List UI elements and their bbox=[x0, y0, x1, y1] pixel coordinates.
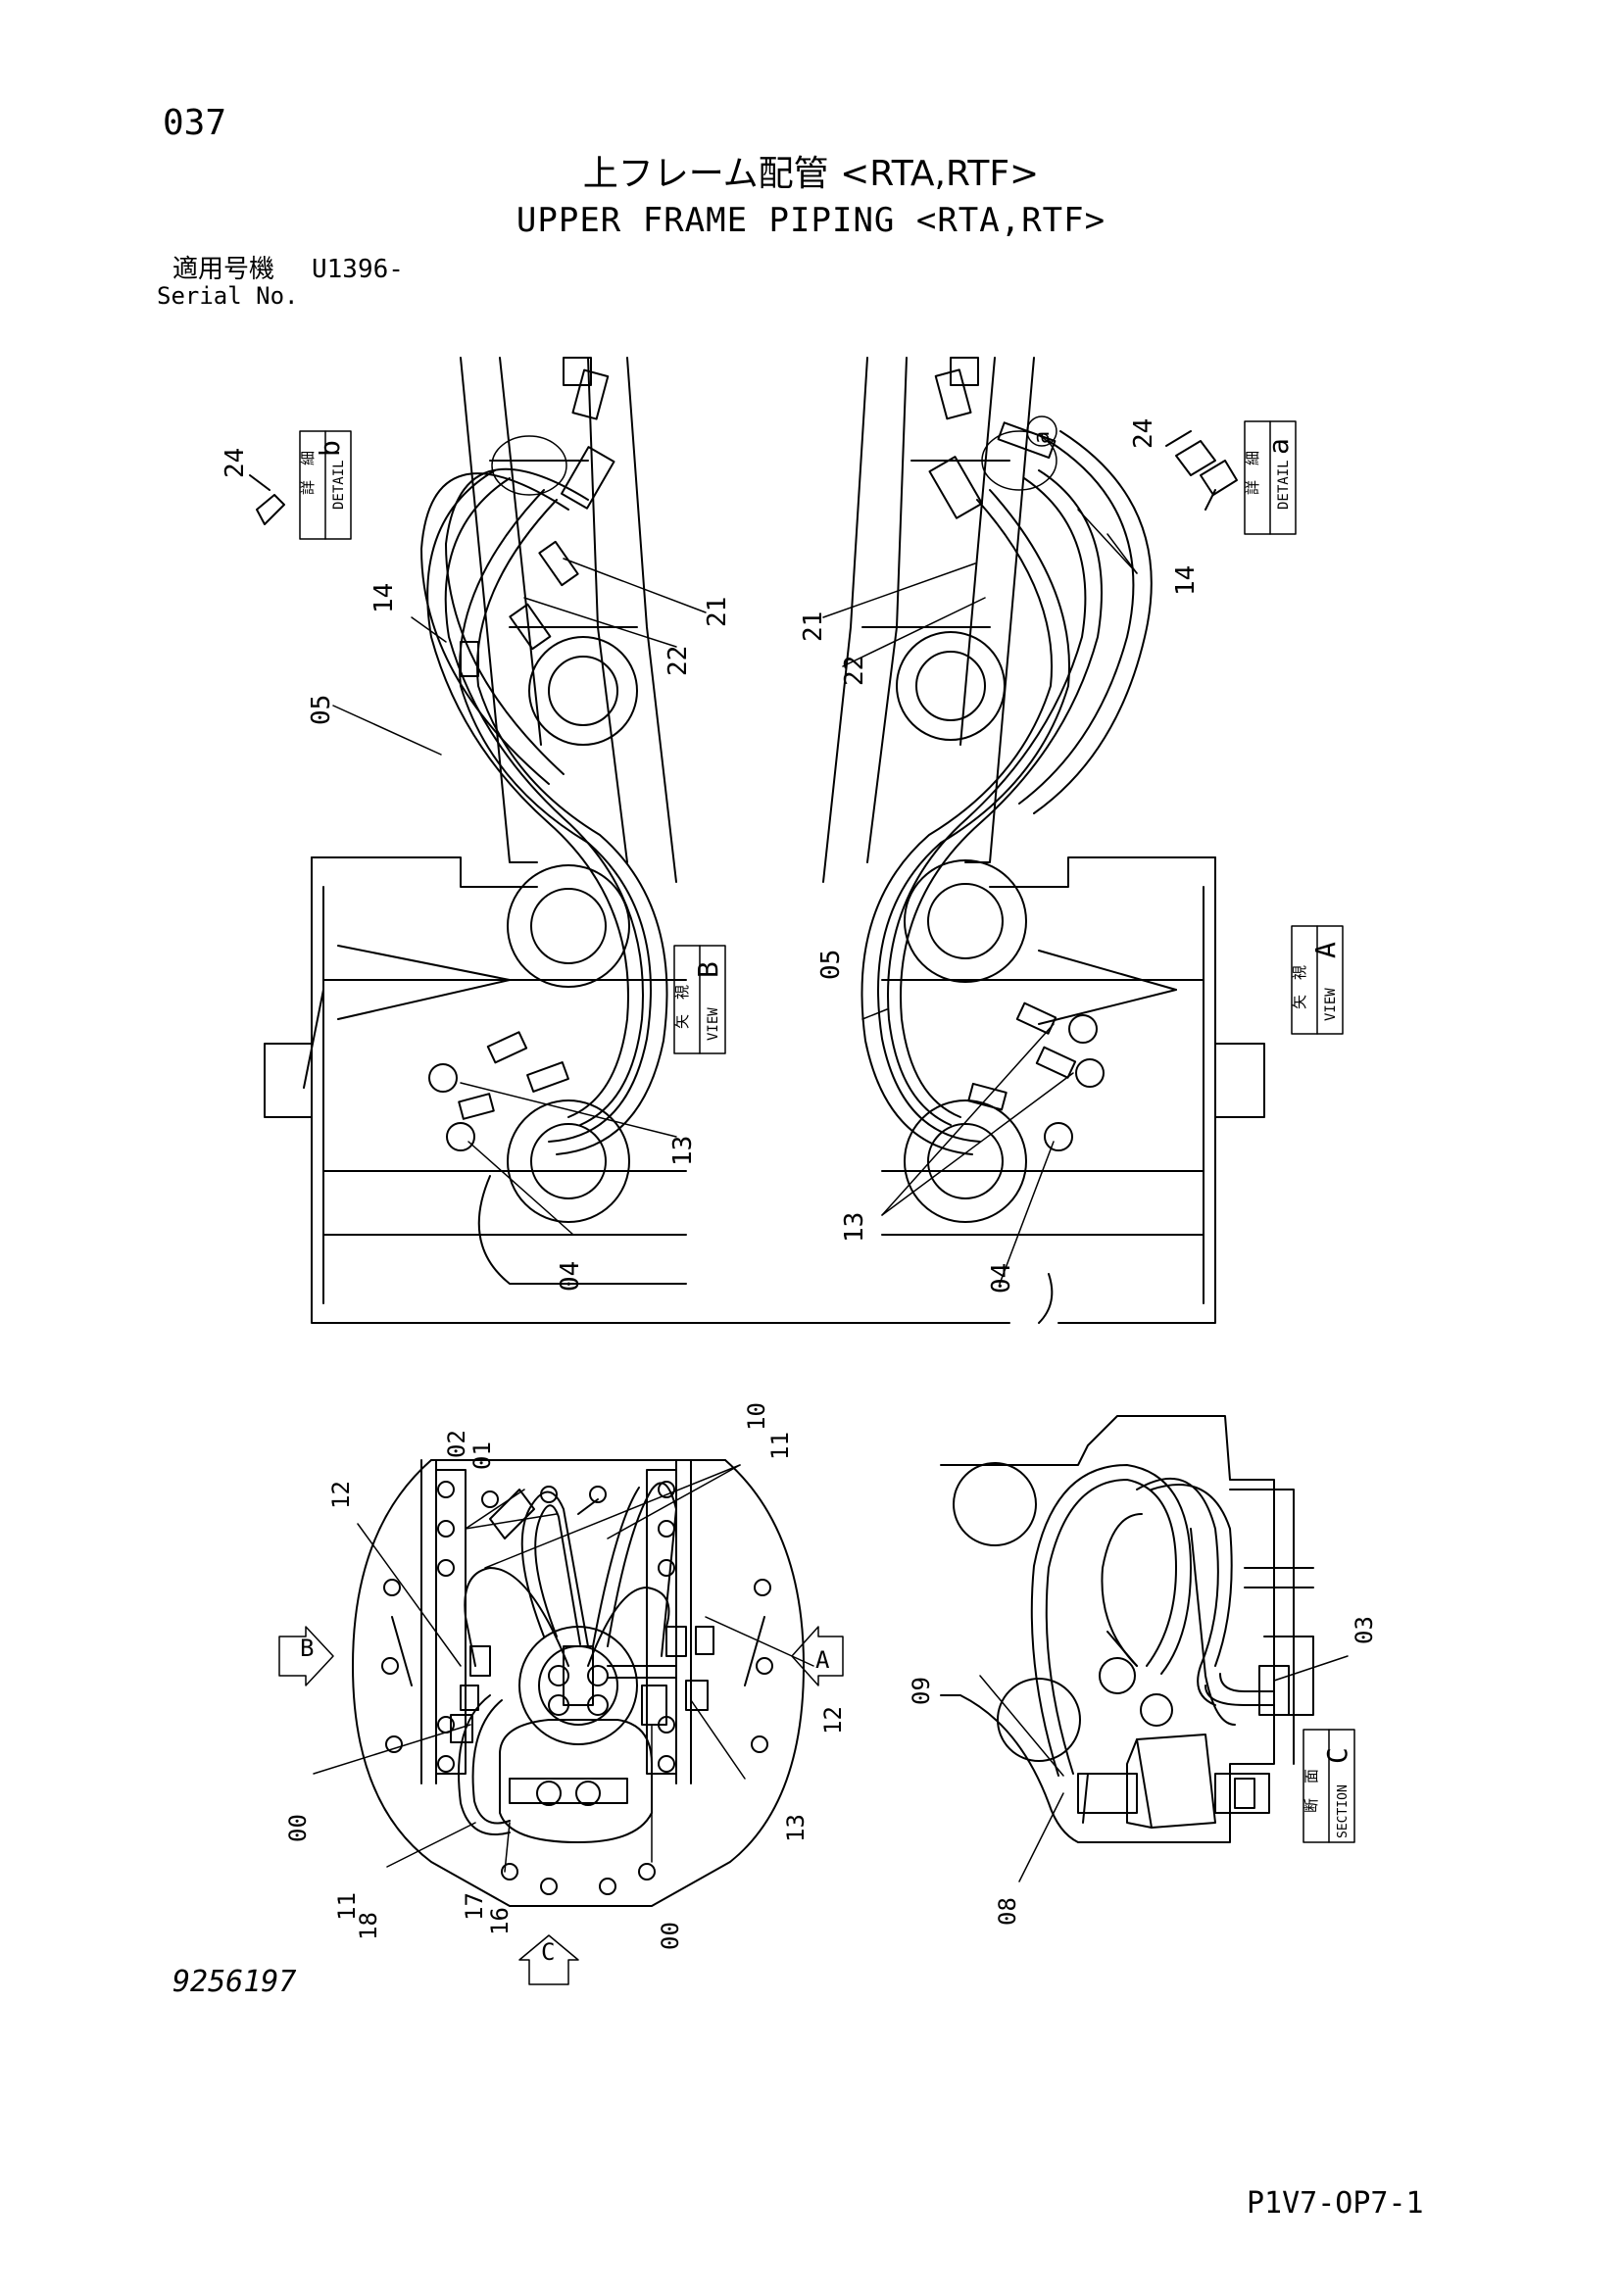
serial-label-english: Serial No. bbox=[157, 282, 299, 310]
callout-bl-11b: 11 bbox=[333, 1892, 361, 1921]
view-b-label-en: VIEW bbox=[706, 1007, 721, 1041]
callout-right-04: 04 bbox=[987, 1263, 1016, 1294]
callout-bl-02: 02 bbox=[443, 1430, 470, 1458]
callout-left-13: 13 bbox=[668, 1136, 698, 1166]
detail-a-marker: a bbox=[1030, 431, 1055, 444]
view-b-label-jp: 矢 視 bbox=[673, 985, 691, 1029]
view-a-letter: A bbox=[1309, 942, 1342, 958]
title-japanese: 上フレーム配管 <RTA,RTF> bbox=[582, 154, 1040, 194]
section-c-letter: C bbox=[1321, 1747, 1353, 1764]
detail-b-label-jp: 詳 細 bbox=[299, 451, 317, 495]
callout-right-22: 22 bbox=[840, 656, 869, 686]
callout-right-14: 14 bbox=[1171, 565, 1201, 596]
callout-bl-13: 13 bbox=[782, 1814, 810, 1842]
detail-b-label-en: DETAIL bbox=[331, 460, 347, 510]
callout-right-13: 13 bbox=[840, 1212, 869, 1243]
section-c-label-jp: 断 面 bbox=[1303, 1769, 1320, 1813]
detail-a-label-jp: 詳 細 bbox=[1244, 451, 1261, 495]
callout-bl-01: 01 bbox=[468, 1441, 496, 1470]
callout-bl-12a: 12 bbox=[327, 1481, 355, 1509]
detail-b-box bbox=[299, 430, 352, 540]
callout-bl-12b: 12 bbox=[819, 1706, 847, 1734]
drawing-number: 9256197 bbox=[172, 1965, 297, 1999]
serial-value: U1396- bbox=[312, 255, 404, 284]
section-c-box bbox=[1303, 1729, 1355, 1843]
document-code: P1V7-OP7-1 bbox=[1247, 2186, 1424, 2221]
callout-bl-11: 11 bbox=[766, 1432, 794, 1460]
section-c-label-en: SECTION bbox=[1336, 1784, 1351, 1838]
right-boom-view bbox=[822, 357, 1265, 1324]
section-c-view bbox=[940, 1415, 1349, 1882]
view-b-box bbox=[673, 945, 726, 1054]
callout-left-21: 21 bbox=[703, 597, 732, 627]
callout-right-05: 05 bbox=[816, 950, 846, 980]
detail-a-box bbox=[1244, 420, 1297, 535]
callout-bl-00b: 00 bbox=[657, 1922, 684, 1950]
callout-bl-17: 17 bbox=[461, 1892, 488, 1921]
callout-right-24: 24 bbox=[1129, 418, 1158, 449]
callout-br-03: 03 bbox=[1351, 1616, 1378, 1644]
callout-left-22: 22 bbox=[664, 646, 693, 676]
detail-a-label-en: DETAIL bbox=[1276, 460, 1292, 510]
callout-br-08: 08 bbox=[994, 1897, 1021, 1926]
arrow-marker-b: B bbox=[300, 1635, 314, 1662]
callout-left-05: 05 bbox=[307, 695, 336, 725]
detail-a-letter: a bbox=[1262, 438, 1295, 455]
callout-bl-10: 10 bbox=[743, 1402, 770, 1431]
view-a-box bbox=[1291, 925, 1344, 1035]
serial-label-japanese: 適用号機 bbox=[172, 255, 275, 284]
view-a-label-jp: 矢 視 bbox=[1291, 965, 1308, 1009]
arrow-marker-a: A bbox=[815, 1646, 830, 1674]
page-number: 037 bbox=[163, 103, 227, 143]
arrow-marker-c: C bbox=[541, 1938, 555, 1966]
callout-left-04: 04 bbox=[556, 1261, 585, 1292]
callout-right-21: 21 bbox=[799, 611, 828, 642]
detail-b-letter: b bbox=[314, 440, 346, 457]
callout-bl-00a: 00 bbox=[284, 1814, 312, 1842]
callout-bl-18: 18 bbox=[355, 1912, 382, 1940]
plan-view-turntable bbox=[278, 1459, 844, 1985]
left-boom-view bbox=[249, 357, 1010, 1324]
title-english: UPPER FRAME PIPING <RTA,RTF> bbox=[516, 201, 1106, 240]
callout-br-09: 09 bbox=[908, 1677, 935, 1705]
view-b-letter: B bbox=[692, 961, 724, 978]
view-a-label-en: VIEW bbox=[1323, 988, 1339, 1021]
callout-left-24: 24 bbox=[221, 448, 250, 478]
callout-bl-16: 16 bbox=[486, 1907, 514, 1935]
callout-left-14: 14 bbox=[369, 583, 399, 613]
